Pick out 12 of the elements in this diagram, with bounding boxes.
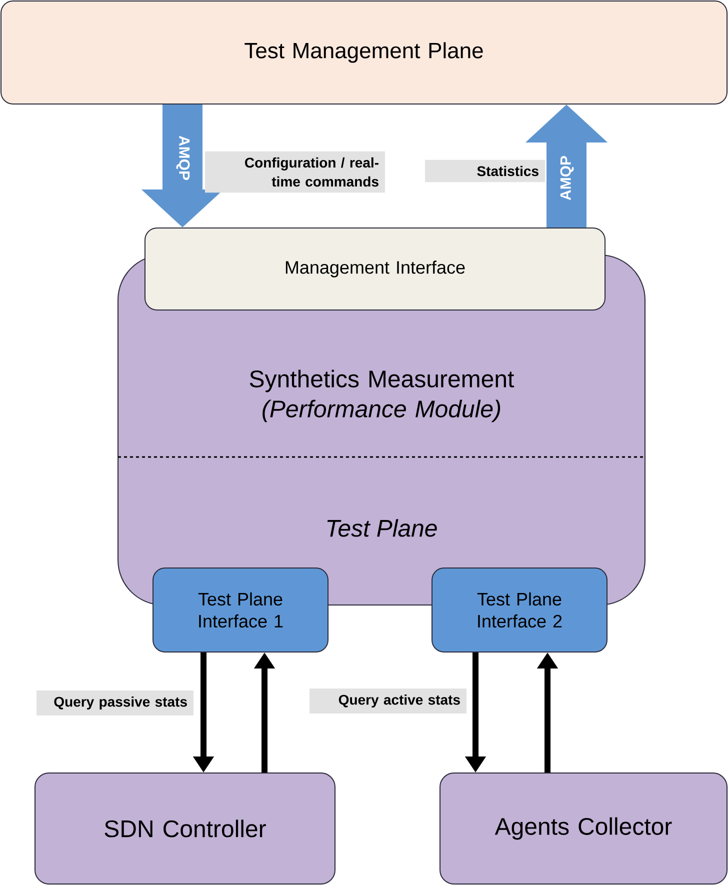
- interface-box: Management Interface: [144, 228, 606, 310]
- interface-box: Test Plane Interface 2: [432, 568, 608, 652]
- interface-box: Test Plane Interface 1: [152, 568, 328, 652]
- edge-label: AMQP: [560, 156, 574, 200]
- component-box: Agents Collector: [440, 772, 728, 884]
- note-label: Statistics: [425, 160, 545, 182]
- component-box: SDN Controller: [34, 772, 336, 884]
- note-label: Configuration / real-time commands: [205, 151, 385, 193]
- plane-box: Test Management Plane: [0, 0, 728, 104]
- edge-label: Query active stats: [310, 688, 466, 714]
- edge-label: Query passive stats: [36, 690, 194, 716]
- edge-label: AMQP: [176, 136, 190, 180]
